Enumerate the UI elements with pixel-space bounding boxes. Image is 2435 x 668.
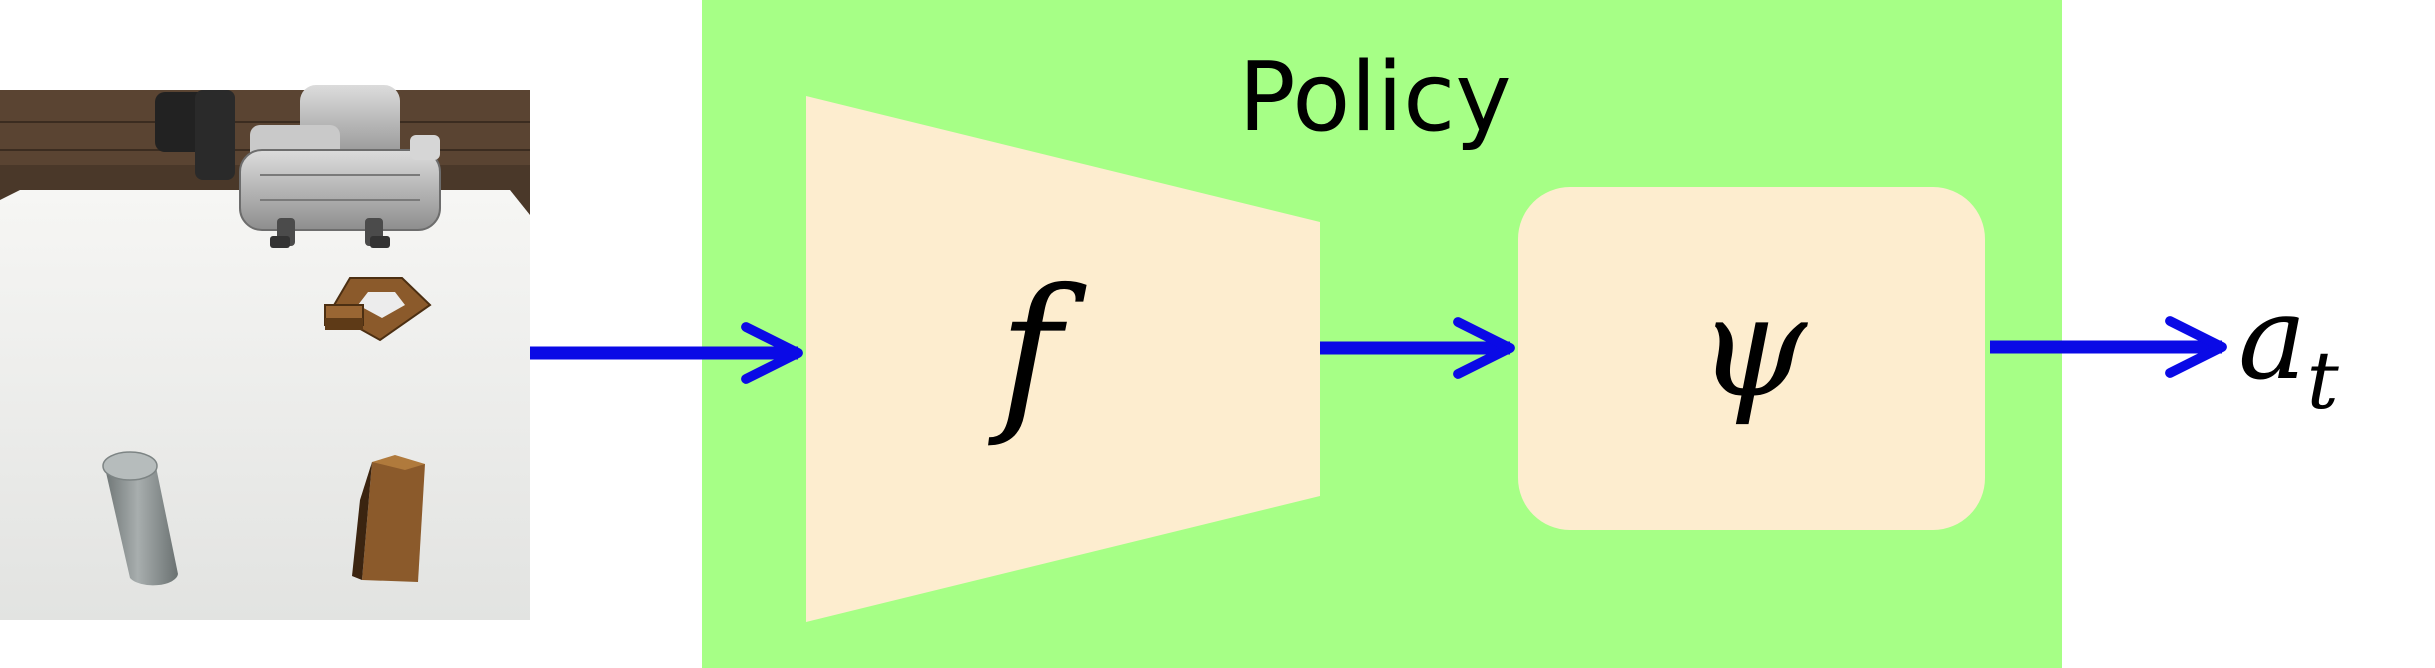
square-nut-icon (324, 277, 432, 342)
cylinder-icon (102, 451, 178, 586)
action-symbol: a (2238, 272, 2307, 406)
head-box (1518, 187, 1985, 530)
action-subscript: t (2307, 334, 2340, 427)
policy-title: Policy (1238, 43, 1511, 153)
table-surface (0, 190, 530, 620)
action-label: at (2238, 272, 2340, 427)
encoder-trapezoid (806, 96, 1320, 622)
gripper-icon (270, 218, 390, 248)
observation-image (0, 85, 530, 620)
robot-arm-icon (155, 85, 441, 231)
head-symbol: ψ (1697, 266, 1808, 429)
wooden-block-icon (352, 455, 425, 582)
